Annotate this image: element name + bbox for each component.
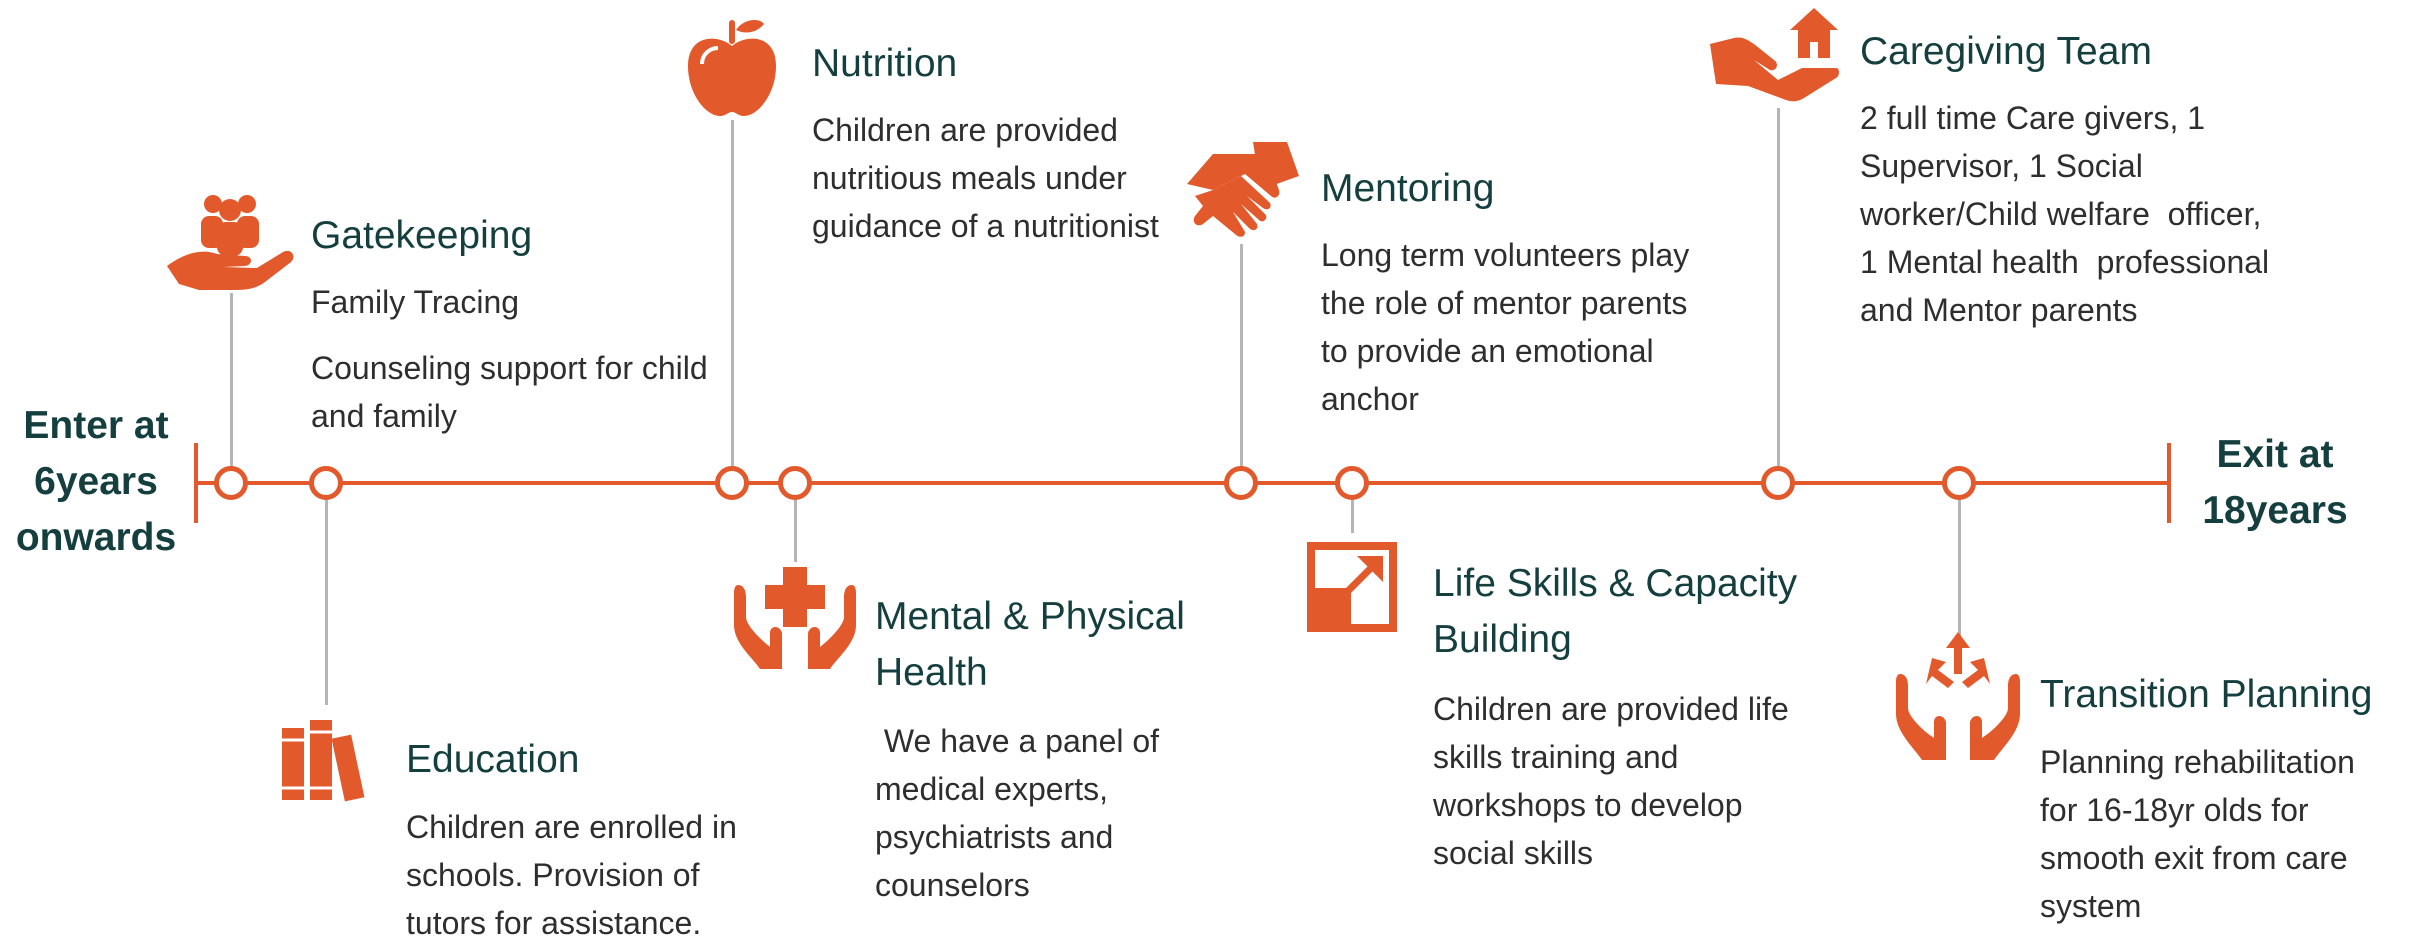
milestone-marker [1335, 466, 1369, 500]
apple-icon [684, 16, 780, 118]
timeline-line [194, 481, 2169, 485]
timeline-end-cap [2167, 443, 2171, 523]
milestone-marker [1942, 466, 1976, 500]
caregiving-title: Caregiving Team [1860, 30, 2152, 73]
timeline-start-cap [194, 443, 198, 523]
books-icon [280, 718, 370, 802]
lifeskills-desc: Children are provided life skills traini… [1433, 691, 1789, 871]
education-title: Education [406, 738, 580, 781]
stem-education [325, 499, 328, 705]
growth-arrow-icon [1305, 540, 1399, 634]
stem-gatekeeping [230, 293, 233, 469]
hand-holding-house-icon [1708, 4, 1840, 104]
stem-lifeskills [1351, 499, 1354, 533]
health-desc: We have a panel of medical experts, psyc… [875, 723, 1168, 903]
transition-desc: Planning rehabilitation for 16-18yr olds… [2040, 744, 2355, 924]
caregiving-desc: 2 full time Care givers, 1 Supervisor, 1… [1860, 100, 2279, 328]
lifeskills-title: Life Skills & Capacity Building [1433, 562, 1798, 661]
stem-health [794, 499, 797, 562]
mentoring-desc: Long term volunteers play the role of me… [1321, 237, 1690, 417]
milestone-marker [214, 466, 248, 500]
hand-holding-people-icon [165, 190, 295, 290]
stem-caregiving [1777, 108, 1780, 469]
gatekeeping-desc-1: Family Tracing [311, 284, 520, 320]
milestone-marker [715, 466, 749, 500]
hands-arrows-icon [1892, 630, 2024, 762]
nutrition-title: Nutrition [812, 42, 958, 85]
handshake-icon [1183, 140, 1299, 240]
health-title: Mental & Physical Health [875, 595, 1185, 694]
mentoring-title: Mentoring [1321, 167, 1495, 210]
gatekeeping-desc-2: Counseling support for child and family [311, 350, 708, 434]
education-desc: Children are enrolled in schools. Provis… [406, 809, 737, 941]
hands-medical-cross-icon [730, 565, 860, 671]
stem-nutrition [731, 120, 734, 469]
milestone-marker [309, 466, 343, 500]
gatekeeping-title: Gatekeeping [311, 214, 533, 257]
transition-title: Transition Planning [2040, 673, 2373, 716]
milestone-marker [778, 466, 812, 500]
milestone-marker [1224, 466, 1258, 500]
milestone-marker [1761, 466, 1795, 500]
stem-mentoring [1240, 244, 1243, 469]
start-label: Enter at 6years onwards [15, 404, 177, 559]
stem-transition [1958, 499, 1961, 674]
nutrition-desc: Children are provided nutritious meals u… [812, 112, 1159, 244]
end-label: Exit at 18years [2202, 433, 2348, 532]
